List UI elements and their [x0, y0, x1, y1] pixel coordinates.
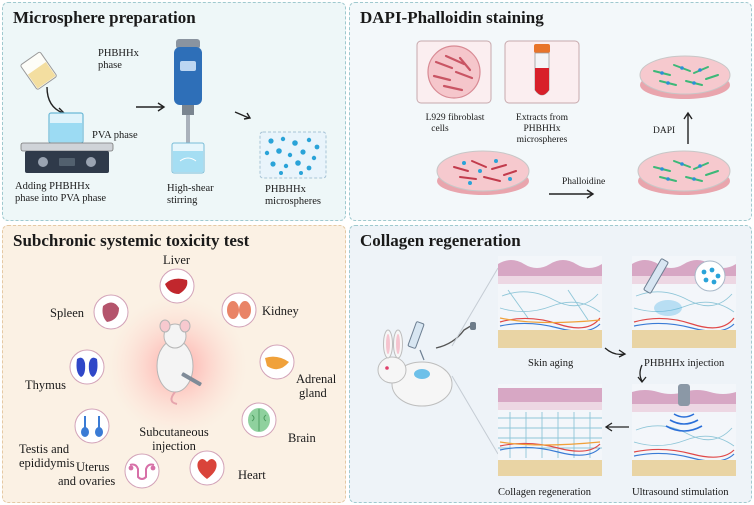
skin-aging-label: Skin aging: [528, 358, 574, 369]
funnel-lines: [451, 267, 499, 455]
panel-subchronic-toxicity-test: Subchronic systemic toxicity test Subcut…: [2, 225, 346, 503]
petri-dish-stained-icon: [637, 150, 731, 195]
heart-label: Heart: [238, 468, 266, 482]
arrow-right-icon: [549, 189, 595, 199]
petri-dish-mixed-icon: [436, 150, 530, 195]
rat-icon: [156, 319, 202, 405]
microspheres-label-line2: microspheres: [265, 196, 321, 207]
testis-label-line1: Testis and: [19, 442, 70, 456]
arrow-left-icon: [604, 422, 629, 432]
skin-aging-tissue-icon: [498, 256, 602, 348]
adrenal-icon: [259, 344, 295, 380]
adrenal-label-line1: Adrenal: [296, 372, 337, 386]
hotplate-stirrer-icon: [20, 112, 114, 173]
panel-title: Subchronic systemic toxicity test: [13, 231, 250, 250]
phbhhx-phase-label-line1: PHBHHx: [98, 48, 139, 59]
spleen-icon: [93, 294, 129, 330]
arrow-right-icon: [234, 111, 252, 120]
regeneration-label: Collagen regeneration: [498, 487, 592, 498]
injection-label: PHBHHx injection: [644, 358, 725, 369]
high-shear-label-line2: stirring: [167, 195, 198, 206]
panel-title: DAPI-Phalloidin staining: [360, 8, 544, 27]
l929-label-line2: cells: [431, 124, 449, 134]
kidney-label: Kidney: [262, 304, 299, 318]
panel-dapi-phalloidin-staining: DAPI-Phalloidin staining L929 fibroblast…: [349, 2, 752, 221]
testis-label-line2: epididymis: [19, 456, 75, 470]
adrenal-label-line2: gland: [299, 386, 327, 400]
spleen-label: Spleen: [50, 306, 85, 320]
panel-collagen-regeneration: Collagen regeneration: [349, 225, 752, 503]
regeneration-tissue-icon: [498, 384, 602, 476]
kidney-icon: [221, 292, 257, 328]
ultrasound-label: Ultrasound stimulation: [632, 487, 729, 498]
uterus-icon: [124, 453, 160, 489]
thymus-icon: [69, 349, 105, 385]
rabbit-icon: [377, 329, 453, 407]
arrow-up-icon: [683, 111, 693, 144]
uterus-label-line2: and ovaries: [58, 474, 116, 488]
liver-icon: [159, 268, 195, 304]
testis-icon: [74, 408, 110, 444]
phalloidine-label: Phalloidine: [562, 177, 606, 187]
fibroblast-cells-icon: [416, 40, 492, 104]
phbhhx-phase-label-line2: phase: [98, 60, 122, 71]
thymus-label: Thymus: [25, 378, 66, 392]
adding-phase-label-line2: phase into PVA phase: [15, 193, 107, 204]
extracts-label-line1: Extracts from: [516, 113, 568, 123]
arrow-right-icon: [136, 102, 166, 112]
test-tube-icon: [504, 40, 580, 104]
injection-tissue-icon: [632, 256, 736, 348]
subcutaneous-label-line2: injection: [152, 439, 196, 453]
brain-icon: [241, 402, 277, 438]
adding-phase-label-line1: Adding PHBHHx: [15, 181, 90, 192]
extracts-label-line2: PHBHHx: [523, 124, 561, 134]
l929-label-line1: L929 fibroblast: [425, 113, 485, 123]
pva-phase-label: PVA phase: [92, 130, 138, 141]
ultrasound-tissue-icon: [632, 384, 736, 476]
panel-title: Microsphere preparation: [13, 8, 196, 27]
microspheres-label-line1: PHBHHx: [265, 184, 306, 195]
extracts-label-line3: microspheres: [516, 135, 568, 145]
pouring-beaker-icon: [20, 51, 57, 90]
heart-icon: [189, 450, 225, 486]
arrow-right-icon: [604, 347, 627, 358]
high-shear-label-line1: High-shear: [167, 183, 214, 194]
petri-dish-final-icon: [639, 55, 731, 99]
liver-label: Liver: [163, 253, 191, 267]
arrow-down-icon: [637, 364, 647, 384]
microspheres-icon: [259, 131, 327, 179]
subcutaneous-label-line1: Subcutaneous: [139, 425, 209, 439]
panel-microsphere-preparation: Microsphere preparation PHBHHx phase PVA…: [2, 2, 346, 221]
panel-title: Collagen regeneration: [360, 231, 521, 250]
syringe-icon: [407, 321, 425, 361]
brain-label: Brain: [288, 431, 316, 445]
homogenizer-icon: [171, 39, 205, 174]
dapi-label: DAPI: [653, 126, 676, 136]
uterus-label-line1: Uterus: [76, 460, 110, 474]
ultrasound-probe-icon: [435, 322, 476, 349]
